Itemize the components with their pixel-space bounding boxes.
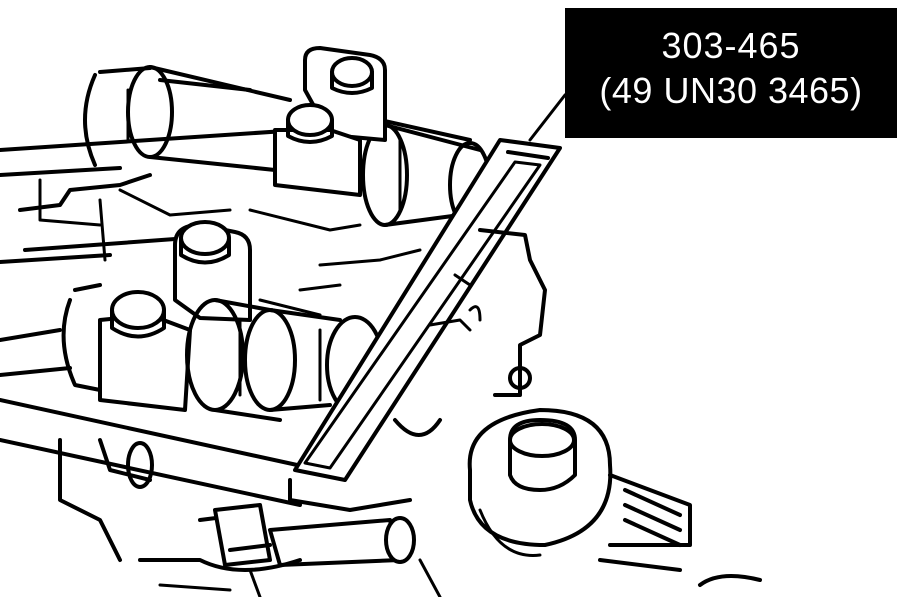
cylinder-head-outline (0, 128, 422, 507)
tool-alt-part-number: (49 UN30 3465) (599, 70, 863, 111)
side-housing (453, 228, 547, 397)
lower-bracket (58, 438, 442, 599)
front-camshaft (61, 283, 442, 437)
front-cam-cap (98, 220, 252, 412)
tool-number-label: 303-465 (49 UN30 3465) (565, 8, 897, 138)
alignment-plate-tool (293, 138, 562, 482)
solenoid-valve (467, 408, 762, 587)
rear-cam-cap (273, 46, 387, 197)
tool-part-number: 303-465 (661, 25, 801, 66)
leader-line (528, 93, 567, 142)
